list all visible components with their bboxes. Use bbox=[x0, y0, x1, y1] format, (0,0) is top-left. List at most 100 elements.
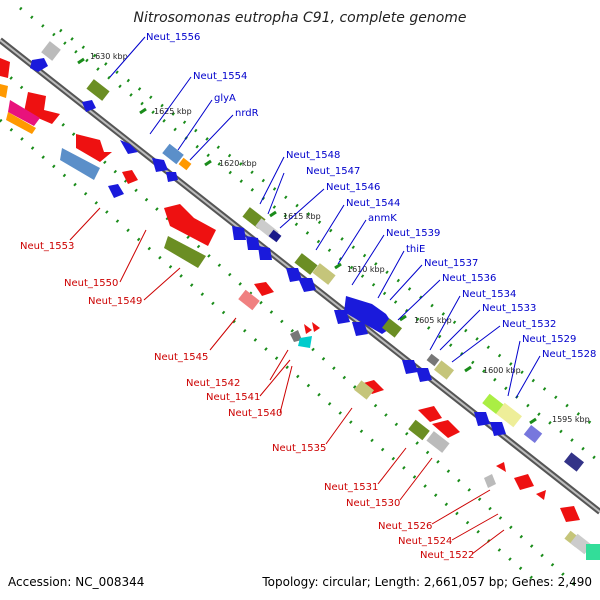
gene-feature bbox=[482, 393, 504, 415]
gene-feature bbox=[418, 406, 442, 422]
gene-feature bbox=[402, 360, 418, 374]
gene-label: Neut_1544 bbox=[346, 198, 400, 209]
map-title: Nitrosomonas eutropha C91, complete geno… bbox=[133, 10, 466, 26]
gene-feature bbox=[120, 140, 138, 154]
gene-feature bbox=[0, 58, 10, 78]
gene-feature bbox=[560, 506, 580, 522]
gene-label: Neut_1548 bbox=[286, 150, 340, 161]
blue-leaders bbox=[109, 36, 541, 399]
gene-label: nrdR bbox=[235, 108, 259, 119]
accession-text: Accession: NC_008344 bbox=[8, 575, 144, 589]
gene-feature bbox=[496, 462, 506, 472]
gene-label: Neut_1531 bbox=[324, 482, 378, 493]
gene-label: Neut_1541 bbox=[206, 392, 260, 403]
gene-label: Neut_1528 bbox=[542, 349, 596, 360]
gene-feature bbox=[24, 92, 60, 124]
gene-feature bbox=[152, 158, 168, 172]
gene-label: Neut_1539 bbox=[386, 228, 440, 239]
gene-feature bbox=[164, 204, 216, 246]
gene-feature bbox=[166, 172, 178, 182]
gene-feature bbox=[426, 353, 440, 367]
gene-label: Neut_1547 bbox=[306, 166, 360, 177]
gene-label: Neut_1550 bbox=[64, 278, 118, 289]
gene-label: glyA bbox=[214, 93, 236, 104]
gene-label: Neut_1537 bbox=[424, 258, 478, 269]
gene-label: Neut_1522 bbox=[420, 550, 474, 561]
gene-feature bbox=[484, 474, 496, 488]
gene-feature bbox=[298, 336, 312, 348]
gene-label: Neut_1535 bbox=[272, 443, 326, 454]
gene-feature bbox=[108, 184, 124, 198]
gene-feature bbox=[298, 278, 316, 292]
gene-label: Neut_1549 bbox=[88, 296, 142, 307]
gene-feature bbox=[344, 296, 394, 334]
gene-label: Neut_1545 bbox=[154, 352, 208, 363]
kbp-label: 1625 kbp bbox=[154, 107, 192, 116]
kbp-ticks bbox=[77, 57, 537, 425]
gene-label: Neut_1532 bbox=[502, 319, 556, 330]
gene-feature bbox=[536, 490, 546, 500]
gene-label: Neut_1536 bbox=[442, 273, 496, 284]
gene-feature bbox=[178, 157, 192, 171]
red-leaders bbox=[69, 207, 505, 555]
gene-feature bbox=[286, 268, 302, 282]
gene-label: Neut_1554 bbox=[193, 71, 247, 82]
gene-features bbox=[0, 41, 600, 560]
kbp-label: 1600 kbp bbox=[483, 366, 521, 375]
gene-feature bbox=[432, 420, 460, 438]
gene-label: Neut_1553 bbox=[20, 241, 74, 252]
kbp-label: 1630 kbp bbox=[90, 52, 128, 61]
gene-feature bbox=[164, 236, 206, 268]
gene-feature bbox=[514, 474, 534, 490]
gene-label: Neut_1556 bbox=[146, 32, 200, 43]
gene-feature bbox=[8, 100, 40, 126]
gene-label: Neut_1534 bbox=[462, 289, 516, 300]
gene-feature bbox=[490, 422, 506, 436]
gene-feature bbox=[162, 143, 184, 165]
gene-feature bbox=[586, 544, 600, 560]
kbp-label: 1615 kbp bbox=[283, 212, 321, 221]
blue-gene-labels: Neut_1556 Neut_1554 glyA nrdR Neut_1548 … bbox=[146, 32, 596, 360]
gene-feature bbox=[60, 148, 100, 180]
gene-feature bbox=[294, 253, 318, 275]
gene-feature bbox=[523, 424, 543, 444]
gene-feature bbox=[76, 134, 112, 162]
gene-feature bbox=[122, 170, 138, 184]
gene-feature bbox=[82, 100, 96, 112]
gene-feature bbox=[434, 360, 454, 380]
gene-feature bbox=[232, 226, 246, 240]
gene-feature bbox=[86, 79, 110, 101]
kbp-label: 1610 kbp bbox=[347, 265, 385, 274]
gene-label: Neut_1533 bbox=[482, 303, 536, 314]
gene-label: Neut_1524 bbox=[398, 536, 452, 547]
gene-feature bbox=[6, 112, 36, 134]
gene-feature bbox=[352, 322, 368, 336]
gene-feature bbox=[41, 41, 61, 61]
gene-feature bbox=[354, 380, 374, 400]
gene-feature bbox=[382, 318, 402, 338]
gene-feature bbox=[334, 310, 350, 324]
gene-label: Neut_1530 bbox=[346, 498, 400, 509]
gene-feature bbox=[496, 402, 522, 428]
gene-feature bbox=[408, 419, 430, 441]
red-gene-labels: Neut_1553 Neut_1550 Neut_1549 Neut_1545 … bbox=[20, 241, 474, 561]
gene-feature bbox=[268, 229, 282, 243]
gene-feature bbox=[238, 289, 260, 311]
gene-label: Neut_1542 bbox=[186, 378, 240, 389]
gene-label: Neut_1529 bbox=[522, 334, 576, 345]
gene-feature bbox=[416, 368, 432, 382]
gene-feature bbox=[290, 330, 302, 342]
gene-feature bbox=[426, 431, 450, 453]
kbp-label: 1595 kbp bbox=[552, 415, 590, 424]
gene-label: anmK bbox=[368, 213, 397, 224]
gene-label: Neut_1546 bbox=[326, 182, 380, 193]
gene-feature bbox=[0, 84, 8, 98]
gene-label: Neut_1526 bbox=[378, 521, 432, 532]
gene-feature bbox=[30, 58, 48, 72]
gene-feature bbox=[246, 236, 260, 250]
dotted-tracks bbox=[0, 6, 600, 587]
topology-summary: Topology: circular; Length: 2,661,057 bp… bbox=[261, 575, 592, 589]
gene-label: Neut_1540 bbox=[228, 408, 282, 419]
gene-feature bbox=[360, 380, 384, 394]
